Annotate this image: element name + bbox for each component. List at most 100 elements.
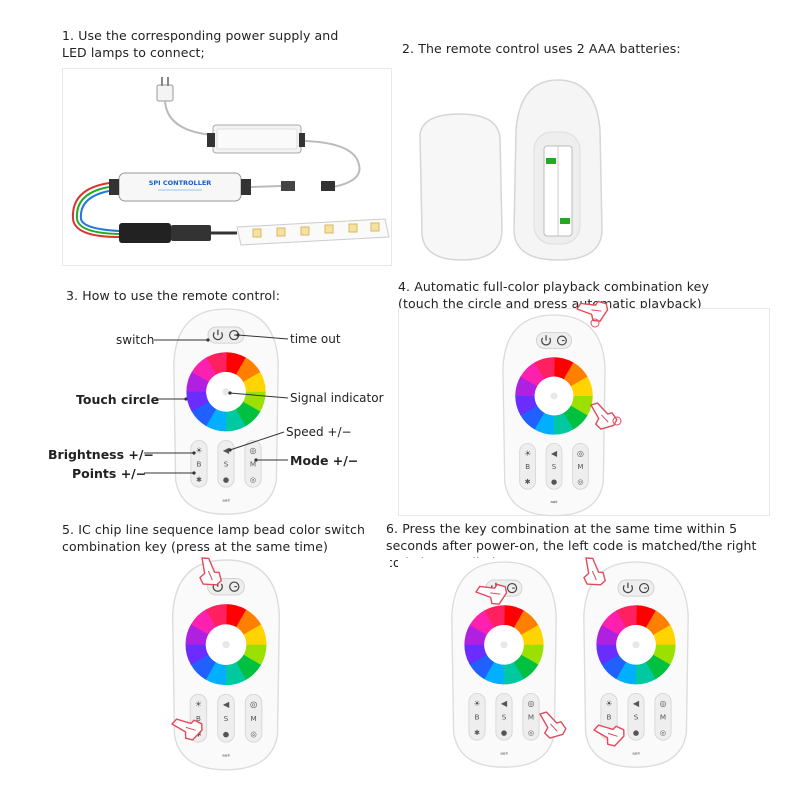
p6-right-brand-mark: ᵃᵒˡⁱ (632, 751, 639, 758)
p3-key-m-letter: M (250, 460, 256, 469)
step-4-text: Automatic full-color playback combinatio… (398, 279, 709, 311)
remote-back-icon (513, 79, 603, 261)
p6-right-key-m-up-icon: ◎ (659, 698, 666, 708)
p4-key-s-down-icon: ● (551, 477, 557, 486)
p5-hand-bottom-icon (171, 718, 203, 741)
label-switch: switch (116, 333, 155, 347)
p5-key-m-down-icon: ◎ (250, 730, 256, 739)
p4-key-m-letter: M (577, 462, 583, 471)
power-plug-icon (156, 77, 174, 102)
p6-right-key-s-letter: S (634, 713, 639, 722)
step-1-text: Use the corresponding power supply and L… (62, 28, 339, 60)
p6-right-key-column-m (654, 692, 672, 741)
p4-key-column-s (545, 443, 563, 490)
p5-hand-top-icon (199, 557, 222, 586)
step-5-number: 5. (62, 522, 75, 537)
p5-key-m-letter: M (250, 714, 256, 723)
remote-usage-panel: ☀B✱◀S●◎M◎ᵃᵒˡⁱ switch time out Touch circ… (48, 305, 390, 515)
p6-right-key-b-up-icon: ☀ (605, 698, 612, 708)
p6-left-remote: ☀B✱◀S●◎M◎ᵃᵒˡⁱ (451, 561, 557, 768)
p4-brand-mark: ᵃᵒˡⁱ (550, 500, 557, 507)
label-mode: Mode +/− (290, 453, 359, 468)
p4-key-s-letter: S (552, 462, 557, 471)
p6-right-key-s-down-icon: ● (633, 728, 639, 737)
p5-key-s-letter: S (224, 714, 229, 723)
p4-key-m-down-icon: ◎ (577, 477, 583, 486)
p4-key-s-up-icon: ◀ (551, 449, 558, 458)
p6-left-key-m-up-icon: ◎ (527, 698, 534, 708)
step-4-number: 4. (398, 279, 411, 294)
label-speed: Speed +/− (286, 425, 352, 439)
p6-left-brand-mark: ᵃᵒˡⁱ (500, 751, 507, 758)
p4-signal-indicator-icon (550, 392, 558, 400)
wiring-diagram: SPI CONTROLLER (71, 77, 390, 246)
p3-key-b-letter: B (197, 460, 202, 469)
p4-key-b-up-icon: ☀ (524, 449, 531, 458)
p6-right-timer-icon (639, 583, 650, 594)
label-touch-circle: Touch circle (76, 392, 160, 407)
p4-marker-1-icon (590, 318, 600, 328)
p3-power-icon (212, 329, 224, 341)
remote-control-diagram: ☀B✱◀S●◎M◎ᵃᵒˡⁱ (144, 308, 289, 515)
p3-key-m-up-icon: ◎ (249, 445, 256, 455)
p6-left-hand-bottom-icon (539, 711, 567, 739)
p4-key-b-letter: B (525, 462, 530, 471)
p4-marker-2-icon (612, 416, 622, 426)
p6-right-key-s-up-icon: ◀ (633, 698, 640, 708)
p3-key-b-up-icon: ☀ (195, 445, 202, 455)
p3-key-m-down-icon: ◎ (250, 475, 256, 484)
p6-right-key-column-s (627, 692, 645, 741)
code-pairing-panel: ☀B✱◀S●◎M◎ᵃᵒˡⁱ☀B✱◀S●◎M◎ᵃᵒˡⁱ (398, 557, 768, 798)
battery-illustration (398, 62, 768, 264)
p3-key-column-m (244, 439, 262, 488)
battery-diagram (419, 79, 603, 261)
p4-key-m-up-icon: ◎ (577, 449, 584, 458)
p5-key-column-s (217, 693, 235, 743)
p6-right-power-icon (622, 582, 634, 594)
p5-remote: ☀B✱◀S●◎M◎ᵃᵒˡⁱ (171, 559, 281, 771)
p6-left-touch-circle-icon (464, 605, 544, 685)
leader-signal-indicator (229, 392, 289, 399)
step-3-number: 3. (66, 288, 79, 303)
step-5-caption: 5. IC chip line sequence lamp bead color… (62, 521, 382, 555)
step-5-text: IC chip line sequence lamp bead color sw… (62, 522, 365, 554)
p3-key-column-s (217, 439, 235, 488)
p6-left-key-s-letter: S (502, 713, 507, 722)
step-2-text: The remote control uses 2 AAA batteries: (418, 41, 681, 56)
p5-key-s-down-icon: ● (223, 730, 230, 739)
p4-key-b-down-icon: ✱ (525, 477, 531, 486)
p3-remote: ☀B✱◀S●◎M◎ᵃᵒˡⁱ (173, 308, 279, 515)
color-switch-panel: ☀B✱◀S●◎M◎ᵃᵒˡⁱ (62, 557, 390, 798)
p6-left-key-column-m (522, 692, 540, 741)
power-supply-icon (207, 124, 305, 154)
step-2-number: 2. (402, 41, 415, 56)
p6-left-key-b-down-icon: ✱ (474, 728, 480, 737)
p5-key-s-up-icon: ◀ (223, 699, 230, 709)
p6-left-key-column-s (495, 692, 513, 741)
p5-timer-icon (229, 581, 240, 592)
label-points: Points +/− (72, 466, 147, 481)
p3-brand-mark: ᵃᵒˡⁱ (222, 498, 229, 505)
p4-hand-top-icon (576, 300, 609, 322)
p5-key-column-m (244, 693, 263, 743)
step-3-text: How to use the remote control: (82, 288, 281, 303)
controller-label: SPI CONTROLLER (149, 179, 212, 187)
auto-playback-diagram: ☀ B ✱ ◀ S ● ◎ M ◎ ᵃᵒˡⁱ (502, 300, 622, 517)
label-brightness: Brightness +/− (48, 447, 154, 462)
p6-right-remote: ☀B✱◀S●◎M◎ᵃᵒˡⁱ (583, 561, 689, 768)
p5-key-b-up-icon: ☀ (195, 699, 202, 709)
p6-right-hand-bottom-icon (593, 724, 625, 747)
leader-time-out (237, 334, 289, 340)
p5-brand-mark: ᵃᵒˡⁱ (222, 753, 229, 761)
label-signal-indicator: Signal indicator (290, 391, 384, 405)
p4-key-column-m (572, 443, 589, 490)
p5-signal-indicator-icon (222, 640, 230, 649)
p4-key-column-b (519, 443, 536, 490)
p6-left-key-b-letter: B (475, 713, 480, 722)
p3-key-s-down-icon: ● (223, 475, 229, 484)
p4-power-icon (541, 335, 552, 346)
step-4-caption: 4. Automatic full-color playback combina… (398, 278, 718, 312)
p6-right-key-m-down-icon: ◎ (660, 728, 666, 737)
p3-touch-circle-icon (186, 352, 266, 432)
auto-playback-panel: ☀ B ✱ ◀ S ● ◎ M ◎ ᵃᵒˡⁱ (398, 300, 770, 517)
